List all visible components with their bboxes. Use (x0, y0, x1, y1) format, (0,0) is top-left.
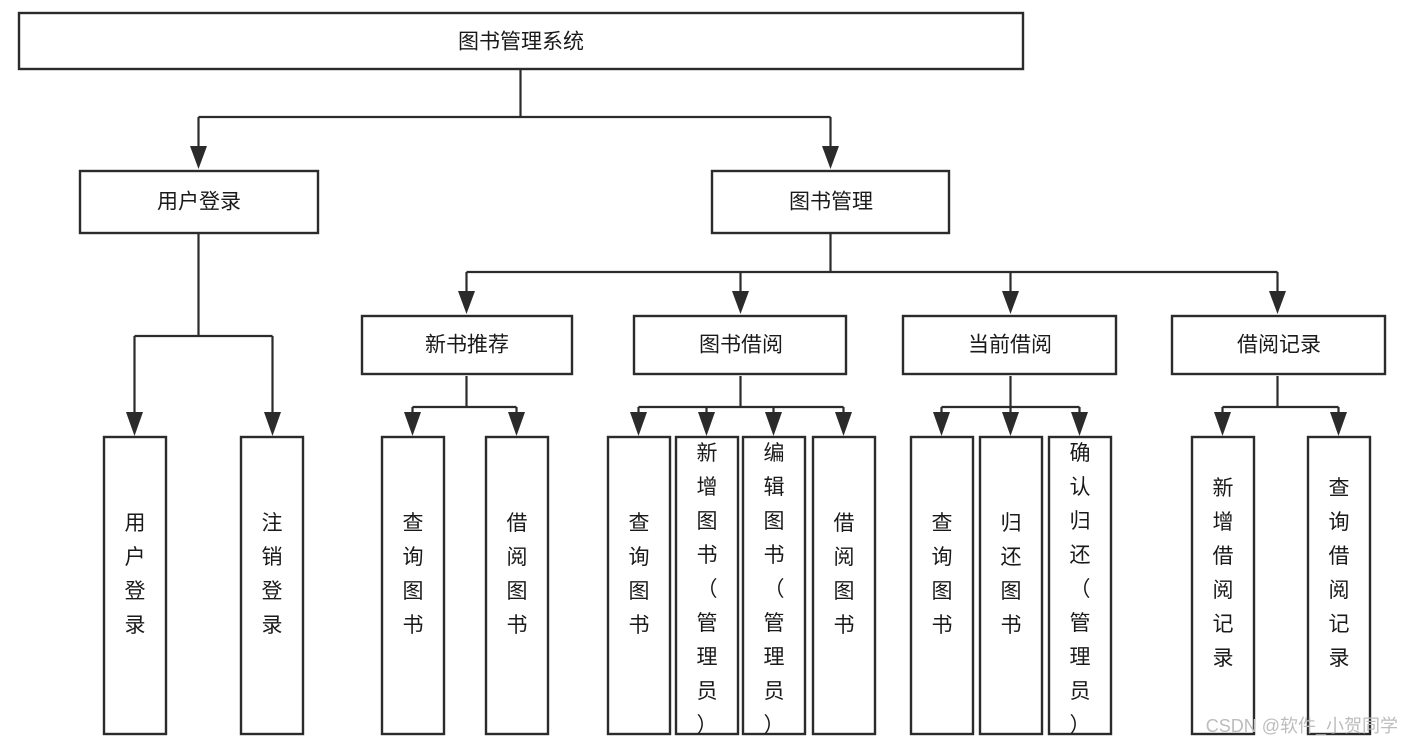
arrow-to-leaf-borrow-book-1 (508, 412, 525, 436)
node-leaf-edit-book-box[interactable] (741, 435, 807, 736)
node-root-label: 图书管理系统 (458, 31, 584, 54)
node-leaf-query-book-2[interactable]: 查询图书 (606, 435, 672, 736)
node-leaf-logout[interactable]: 注销登录 (239, 435, 305, 736)
node-book-management-label: 图书管理 (789, 191, 873, 214)
arrow-to-leaf-add-book (698, 412, 715, 436)
node-leaf-query-book-1-label: 查询图书 (403, 512, 424, 637)
node-current-borrow[interactable]: 当前借阅 (901, 314, 1118, 376)
arrow-to-book-borrow (732, 291, 749, 314)
node-leaf-borrow-book-2-box[interactable] (811, 435, 877, 736)
arrow-to-leaf-confirm-return (1071, 412, 1088, 436)
arrow-root-to-user-login (190, 146, 207, 169)
node-current-borrow-label: 当前借阅 (968, 334, 1052, 357)
csdn-watermark: CSDN @软件_小贺同学 (1206, 716, 1398, 737)
node-leaf-query-record-label: 查询借阅记录 (1329, 477, 1350, 670)
node-new-book-recommend-box[interactable] (360, 314, 574, 376)
node-book-borrow-box[interactable] (632, 314, 848, 376)
arrow-to-leaf-logout (264, 412, 281, 436)
node-leaf-borrow-book-2[interactable]: 借阅图书 (811, 435, 877, 736)
arrow-to-leaf-borrow-book-2 (835, 412, 852, 436)
connectors-layer (126, 69, 1347, 436)
node-user-login-label: 用户登录 (157, 191, 241, 214)
node-current-borrow-box[interactable] (901, 314, 1118, 376)
arrow-to-leaf-return-book (1002, 412, 1019, 436)
node-leaf-add-record[interactable]: 新增借阅记录 (1190, 435, 1256, 736)
node-book-management-box[interactable] (710, 169, 951, 235)
node-leaf-logout-box[interactable] (239, 435, 305, 736)
arrow-to-current-borrow (1002, 291, 1019, 314)
arrow-to-leaf-add-record (1214, 412, 1231, 436)
node-leaf-query-book-1[interactable]: 查询图书 (380, 435, 446, 736)
node-new-book-recommend[interactable]: 新书推荐 (360, 314, 574, 376)
arrow-to-leaf-query-book-2 (630, 412, 647, 436)
node-leaf-add-book-label: 新增图书（管理员） (697, 442, 718, 737)
arrow-to-leaf-user-login (126, 412, 143, 436)
node-leaf-return-book[interactable]: 归还图书 (978, 435, 1044, 736)
node-leaf-borrow-book-1-box[interactable] (484, 435, 550, 736)
node-borrow-record[interactable]: 借阅记录 (1170, 314, 1387, 376)
node-leaf-confirm-return[interactable]: 确认归还（管理员） (1047, 435, 1113, 737)
node-leaf-query-book-3-label: 查询图书 (932, 512, 953, 637)
arrow-to-leaf-query-book-1 (404, 412, 421, 436)
node-leaf-query-book-2-label: 查询图书 (629, 512, 650, 637)
node-leaf-query-book-1-box[interactable] (380, 435, 446, 736)
node-leaf-borrow-book-2-label: 借阅图书 (834, 512, 855, 637)
arrow-to-leaf-query-record (1330, 412, 1347, 436)
node-leaf-return-book-box[interactable] (978, 435, 1044, 736)
node-leaf-query-record-box[interactable] (1306, 435, 1372, 736)
node-leaf-query-book-2-box[interactable] (606, 435, 672, 736)
node-leaf-add-record-label: 新增借阅记录 (1213, 477, 1234, 670)
node-leaf-return-book-label: 归还图书 (1001, 512, 1022, 637)
node-borrow-record-label: 借阅记录 (1237, 334, 1321, 357)
arrow-to-borrow-record (1269, 291, 1286, 314)
arrow-to-leaf-edit-book (765, 412, 782, 436)
node-root-box[interactable] (17, 11, 1025, 71)
node-leaf-add-book-box[interactable] (674, 435, 740, 736)
node-leaf-edit-book[interactable]: 编辑图书（管理员） (741, 435, 807, 737)
node-leaf-edit-book-label: 编辑图书（管理员） (764, 442, 785, 737)
node-user-login-box[interactable] (78, 169, 320, 235)
node-leaf-add-record-box[interactable] (1190, 435, 1256, 736)
node-leaf-logout-label: 注销登录 (262, 512, 283, 637)
node-book-borrow-label: 图书借阅 (699, 334, 783, 357)
node-book-management[interactable]: 图书管理 (710, 169, 951, 235)
node-leaf-borrow-book-1[interactable]: 借阅图书 (484, 435, 550, 736)
arrow-root-to-book-management (822, 146, 839, 169)
node-root[interactable]: 图书管理系统 (17, 11, 1025, 71)
node-book-borrow[interactable]: 图书借阅 (632, 314, 848, 376)
node-user-login[interactable]: 用户登录 (78, 169, 320, 235)
arrow-to-leaf-query-book-3 (933, 412, 950, 436)
node-leaf-query-book-3[interactable]: 查询图书 (909, 435, 975, 736)
node-borrow-record-box[interactable] (1170, 314, 1387, 376)
node-leaf-user-login-box[interactable] (102, 435, 168, 736)
arrow-to-new-book-recommend (458, 291, 475, 314)
node-leaf-confirm-return-box[interactable] (1047, 435, 1113, 736)
node-leaf-user-login[interactable]: 用户登录 (102, 435, 168, 736)
node-leaf-query-book-3-box[interactable] (909, 435, 975, 736)
node-new-book-recommend-label: 新书推荐 (425, 334, 509, 357)
node-leaf-confirm-return-label: 确认归还（管理员） (1070, 442, 1091, 737)
node-leaf-add-book[interactable]: 新增图书（管理员） (674, 435, 740, 737)
node-leaf-user-login-label: 用户登录 (125, 512, 146, 637)
node-leaf-query-record[interactable]: 查询借阅记录 (1306, 435, 1372, 736)
node-leaf-borrow-book-1-label: 借阅图书 (507, 512, 528, 637)
